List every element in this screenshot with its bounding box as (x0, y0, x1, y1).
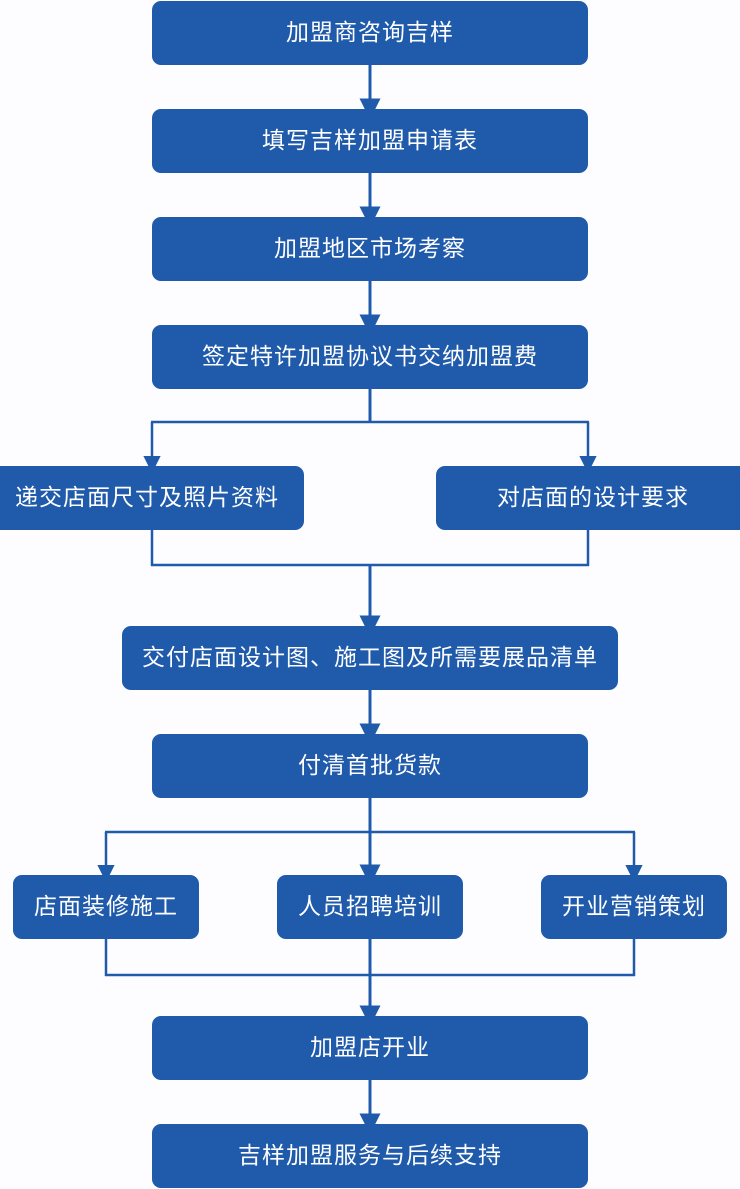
flow-node-7[interactable]: 付清首批货款 (152, 734, 588, 798)
flow-node-6[interactable]: 交付店面设计图、施工图及所需要展品清单 (122, 626, 618, 690)
flow-node-8a[interactable]: 店面装修施工 (13, 875, 199, 939)
flow-node-1[interactable]: 加盟商咨询吉样 (152, 1, 588, 65)
flow-node-10[interactable]: 吉样加盟服务与后续支持 (152, 1124, 588, 1188)
flow-node-6-label: 交付店面设计图、施工图及所需要展品清单 (142, 644, 598, 671)
flow-node-8a-label: 店面装修施工 (34, 893, 178, 920)
flow-node-1-label: 加盟商咨询吉样 (286, 19, 454, 46)
flow-node-2-label: 填写吉样加盟申请表 (262, 127, 478, 154)
flow-node-3[interactable]: 加盟地区市场考察 (152, 217, 588, 281)
flow-node-10-label: 吉样加盟服务与后续支持 (238, 1142, 502, 1169)
flow-node-8b[interactable]: 人员招聘培训 (277, 875, 463, 939)
flow-node-5b[interactable]: 对店面的设计要求 (436, 466, 740, 530)
flow-node-3-label: 加盟地区市场考察 (274, 235, 466, 262)
flow-node-8b-label: 人员招聘培训 (298, 893, 442, 920)
flow-node-4[interactable]: 签定特许加盟协议书交纳加盟费 (152, 325, 588, 389)
flow-node-9-label: 加盟店开业 (310, 1034, 430, 1061)
flow-node-9[interactable]: 加盟店开业 (152, 1016, 588, 1080)
flow-node-8c[interactable]: 开业营销策划 (541, 875, 727, 939)
flow-node-8c-label: 开业营销策划 (562, 893, 706, 920)
flow-node-2[interactable]: 填写吉样加盟申请表 (152, 109, 588, 173)
flow-node-4-label: 签定特许加盟协议书交纳加盟费 (202, 343, 538, 370)
flow-node-5a[interactable]: 递交店面尺寸及照片资料 (0, 466, 304, 530)
flow-node-5b-label: 对店面的设计要求 (497, 484, 689, 511)
flow-node-5a-label: 递交店面尺寸及照片资料 (15, 484, 279, 511)
flow-node-7-label: 付清首批货款 (298, 752, 442, 779)
